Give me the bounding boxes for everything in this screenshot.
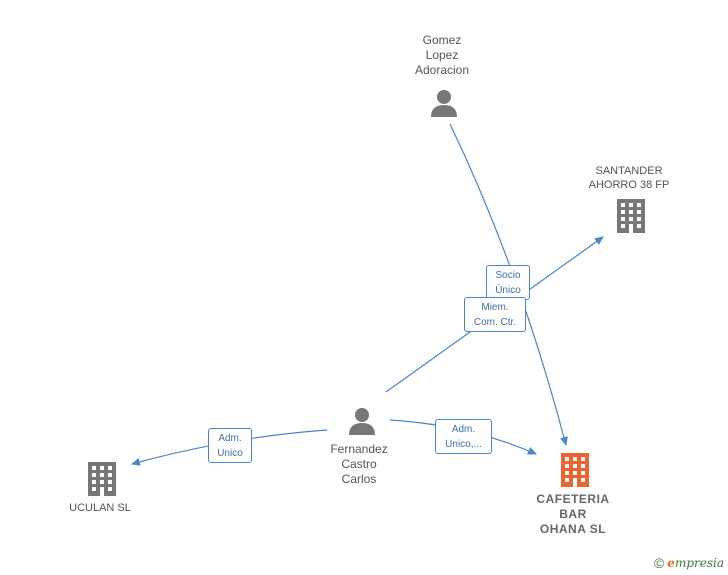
node-label-fernandez[interactable]: Fernandez Castro Carlos (330, 442, 388, 486)
person-icon[interactable] (347, 406, 377, 436)
brand-initial: e (667, 556, 675, 570)
node-label-santander[interactable]: SANTANDER AHORRO 38 FP (588, 165, 670, 191)
building-icon[interactable] (615, 199, 647, 233)
node-label-uculan[interactable]: UCULAN SL (69, 502, 131, 514)
person-icon[interactable] (429, 88, 459, 118)
edge-label-adm-unico-cafeteria: Adm. Unico,... (435, 419, 492, 454)
brand-name: mpresia (674, 556, 724, 570)
node-label-gomez[interactable]: Gomez Lopez Adoracion (414, 33, 470, 77)
footer-brand: © empresia (654, 555, 724, 571)
node-label-cafeteria[interactable]: CAFETERIA BAR OHANA SL (536, 492, 610, 536)
building-icon[interactable] (86, 462, 118, 496)
edge-label-adm-unico-uculan: Adm. Unico (208, 428, 252, 463)
edge-label-socio-unico: Socio Único (486, 265, 530, 300)
edge-label-miem-com-ctr: Miem. Com. Ctr. (464, 297, 526, 332)
building-icon[interactable] (559, 453, 591, 487)
copyright-icon: © (653, 555, 665, 571)
